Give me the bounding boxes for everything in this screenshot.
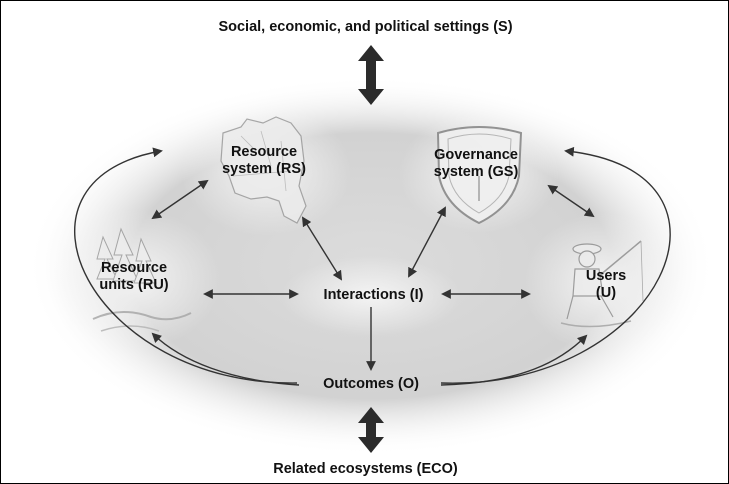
shield-icon — [436, 126, 523, 225]
double-arrow-bottom-icon — [358, 407, 384, 453]
settings-label: Social, economic, and political settings… — [218, 19, 513, 35]
resource-units-label: Resource units (RU) — [79, 260, 189, 294]
ecosystems-label: Related ecosystems (ECO) — [273, 461, 458, 477]
interactions-label: Interactions (I) — [323, 287, 424, 303]
resource-system-label-line1: Resource — [230, 144, 298, 160]
outcomes-label: Outcomes (O) — [323, 376, 419, 392]
users-label-line2: (U) — [595, 285, 617, 301]
fisherman-icon — [560, 240, 644, 328]
governance-system-label-line2: system (GS) — [433, 164, 519, 180]
resource-units-label-line1: Resource — [100, 260, 168, 276]
governance-system-label: Governance system (GS) — [416, 147, 536, 181]
resource-units-label-line2: units (RU) — [99, 277, 169, 293]
trees-icon — [92, 227, 192, 332]
resource-system-label: Resource system (RS) — [204, 144, 324, 178]
users-label: Users (U) — [566, 268, 646, 302]
users-label-line1: Users — [585, 268, 627, 284]
resource-system-label-line2: system (RS) — [222, 161, 306, 177]
governance-system-label-line1: Governance — [434, 147, 518, 163]
double-arrow-top-icon — [358, 45, 384, 105]
map-icon — [220, 116, 307, 224]
relation-arrows — [74, 146, 671, 386]
